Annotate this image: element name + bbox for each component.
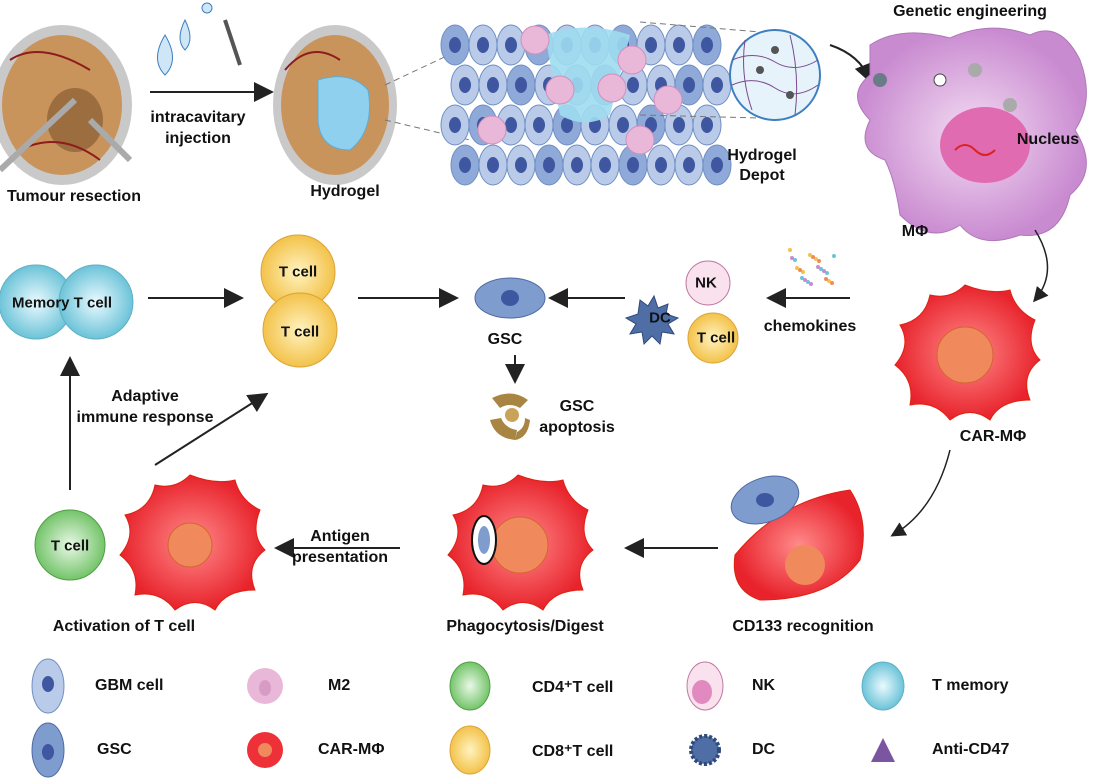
t-cell-lower: [262, 292, 338, 368]
label-car-macrophage: CAR-MΦ: [959, 428, 1027, 445]
label-tumour-resection: Tumour resection: [7, 188, 141, 205]
label-nk: NK: [695, 274, 717, 292]
hydrogel-droplets-icon: [157, 2, 242, 76]
cd4-t-cell: [34, 509, 106, 581]
legend-gbm-cell: GBM cell: [95, 677, 164, 694]
label-adaptive-1: Adaptive: [111, 388, 179, 405]
label-antigen-2: presentation: [291, 549, 389, 566]
label-t-cell-lower: T cell: [280, 323, 320, 341]
brain-resection-illustration: [0, 25, 133, 185]
label-apoptosis-1: GSC: [559, 398, 595, 415]
legend-cd8: CD8⁺T cell: [532, 743, 614, 760]
nk-cell: [685, 260, 731, 306]
m2-macrophage: [520, 25, 550, 55]
macrophage-illustration: [857, 27, 1087, 242]
legend-t-memory: T memory: [932, 677, 1009, 694]
label-chemokines: chemokines: [763, 318, 857, 335]
m2-macrophage: [653, 85, 683, 115]
label-depot-2: Depot: [739, 167, 785, 184]
label-memory-t-cell: Memory T cell: [11, 294, 113, 312]
legend-icons: [31, 658, 905, 778]
label-injection-1: intracavitary: [150, 109, 246, 126]
memory-t-cell-2: [58, 264, 134, 340]
label-adaptive-2: immune response: [76, 409, 214, 426]
label-apoptosis-2: apoptosis: [539, 419, 615, 436]
legend-m2: M2: [328, 677, 351, 694]
m2-macrophage: [617, 45, 647, 75]
m2-macrophage: [477, 115, 507, 145]
car-macrophage-cell: [894, 284, 1041, 421]
cd133-recognition-illustration: [730, 475, 864, 601]
dc-cell: [624, 294, 680, 346]
legend-dc: DC: [752, 741, 776, 758]
chemokine-dots-icon: [788, 248, 836, 286]
tumour-tissue-illustration: [440, 24, 732, 186]
label-antigen-1: Antigen: [310, 528, 370, 545]
hydrogel-depot-icon: [729, 29, 821, 121]
label-t-cell-activation: T cell: [50, 537, 90, 555]
legend-anti-cd47: Anti-CD47: [932, 741, 1010, 758]
label-t-cell-chemokine: T cell: [696, 329, 736, 347]
label-cd133: CD133 recognition: [732, 618, 874, 635]
legend-cd4: CD4⁺T cell: [532, 679, 614, 696]
label-nucleus: Nucleus: [1016, 131, 1080, 148]
legend-gsc: GSC: [97, 741, 132, 758]
m2-macrophage: [597, 73, 627, 103]
label-t-cell-upper: T cell: [278, 263, 318, 281]
label-dc: DC: [649, 309, 671, 327]
label-macrophage: MΦ: [901, 223, 929, 240]
label-injection-2: injection: [165, 130, 231, 147]
t-cell-chemokine: [687, 312, 739, 364]
gsc-cell: [474, 277, 546, 319]
label-phagocytosis: Phagocytosis/Digest: [446, 618, 604, 635]
label-hydrogel: Hydrogel: [310, 183, 380, 200]
m2-macrophage: [545, 75, 575, 105]
label-genetic-engineering: Genetic engineering: [893, 3, 1047, 20]
label-depot-1: Hydrogel: [727, 147, 797, 164]
legend-nk: NK: [752, 677, 776, 694]
legend-car-macrophage: CAR-MΦ: [318, 741, 385, 758]
label-activation: Activation of T cell: [52, 618, 196, 635]
m2-macrophage: [625, 125, 655, 155]
gsc-apoptosis-icon: [490, 393, 530, 440]
label-gsc: GSC: [487, 331, 523, 348]
brain-hydrogel-illustration: [273, 25, 397, 185]
